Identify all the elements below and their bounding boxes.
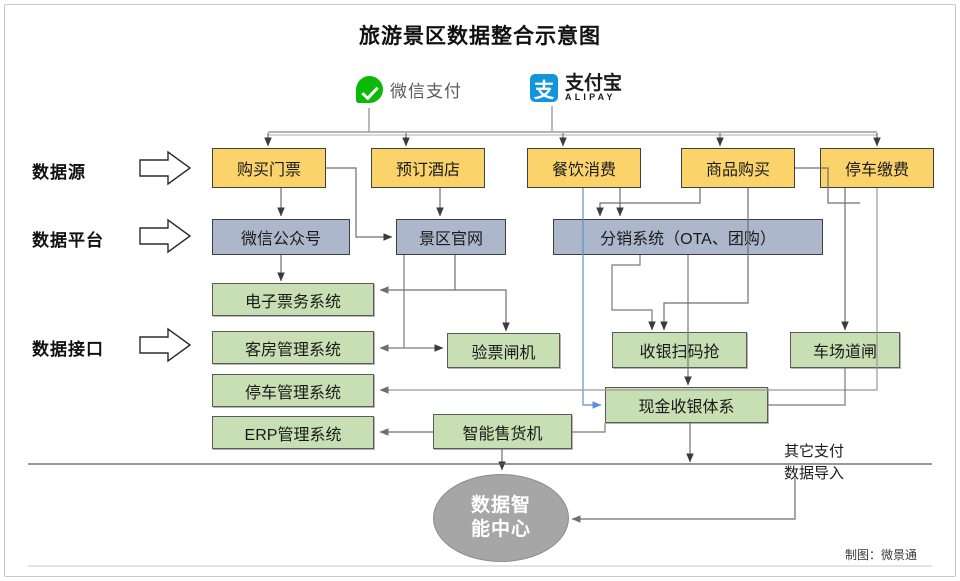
hub-line-2: 能中心 (470, 519, 531, 540)
hub-line-1: 数据智 (470, 495, 531, 517)
interface-box-eticket-system[interactable]: 电子票务系统 (212, 283, 374, 316)
source-box-dining[interactable]: 餐饮消费 (527, 148, 641, 188)
source-box-parking-fee[interactable]: 停车缴费 (820, 148, 934, 188)
interface-box-cash-register-system[interactable]: 现金收银体系 (605, 387, 768, 423)
platform-box-distribution-system[interactable]: 分销系统（OTA、团购） (553, 219, 823, 255)
interface-box-ticket-gate[interactable]: 验票闸机 (447, 333, 560, 368)
wechat-pay-label: 微信支付 (390, 82, 462, 101)
platform-box-official-website[interactable]: 景区官网 (396, 219, 506, 255)
wechat-pay-logo: 微信支付 (356, 76, 462, 103)
row-label-data-interface: 数据接口 (32, 340, 104, 359)
platform-box-wechat-official-account[interactable]: 微信公众号 (212, 219, 350, 255)
row-arrow-glyphs (139, 150, 192, 363)
alipay-wordmark: 支付宝 ALIPAY (565, 74, 622, 102)
other-payment-note-line-2: 数据导入 (784, 464, 845, 482)
credit-label: 制图：微景通 (845, 548, 918, 562)
page-title: 旅游景区数据整合示意图 (359, 25, 601, 48)
alipay-sublabel: ALIPAY (565, 92, 616, 102)
row-label-data-platform: 数据平台 (32, 231, 104, 250)
interface-box-vending-machine[interactable]: 智能售货机 (433, 414, 572, 449)
alipay-icon: 支 (530, 74, 558, 102)
alipay-logo: 支 支付宝 ALIPAY (530, 74, 622, 102)
data-intelligence-center[interactable]: 数据智 能中心 (433, 474, 569, 562)
source-box-goods[interactable]: 商品购买 (681, 148, 795, 188)
other-payment-note: 其它支付 数据导入 (784, 441, 844, 485)
interface-box-parking-management-system[interactable]: 停车管理系统 (212, 374, 374, 407)
interface-box-room-management-system[interactable]: 客房管理系统 (212, 331, 374, 364)
source-box-ticket[interactable]: 购买门票 (212, 148, 326, 188)
interface-box-cashier-scanner[interactable]: 收银扫码抢 (612, 332, 747, 368)
page-border (4, 4, 956, 577)
other-payment-note-line-1: 其它支付 (784, 443, 845, 460)
interface-box-parking-barrier[interactable]: 车场道闸 (790, 332, 900, 368)
source-box-hotel[interactable]: 预订酒店 (371, 148, 485, 188)
wechat-pay-icon (356, 76, 383, 103)
row-label-data-source: 数据源 (32, 163, 86, 182)
alipay-label: 支付宝 (565, 73, 623, 94)
interface-box-erp-system[interactable]: ERP管理系统 (212, 416, 374, 449)
